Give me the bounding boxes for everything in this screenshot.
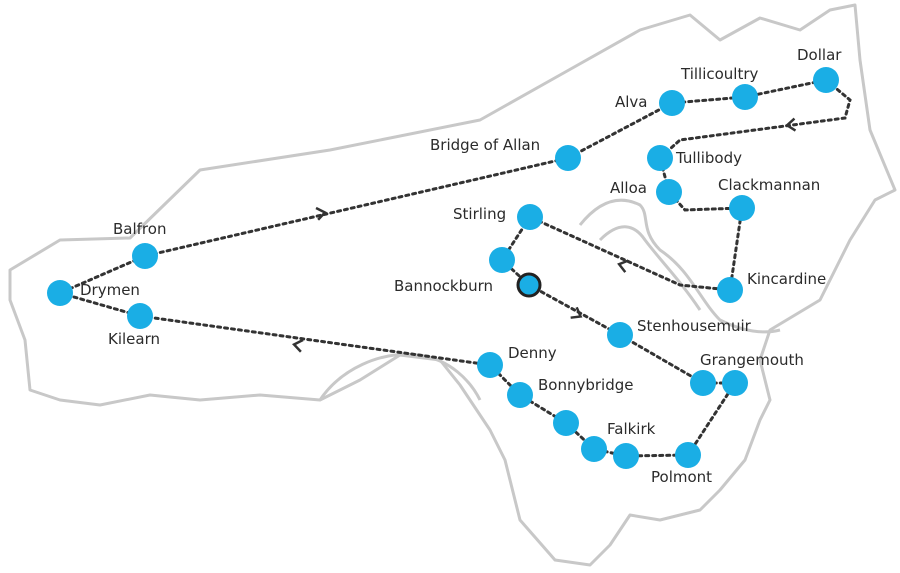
place-label: Falkirk: [607, 420, 656, 438]
direction-arrow-icon: [291, 338, 304, 353]
river-forth: [578, 198, 781, 334]
place-label: Stenhousemuir: [637, 317, 752, 335]
stop-marker[interactable]: [722, 370, 748, 396]
direction-arrow-icon: [784, 117, 797, 132]
start-marker[interactable]: [516, 272, 542, 298]
place-label: Alva: [615, 93, 648, 111]
stop-marker[interactable]: [690, 370, 716, 396]
stop-marker[interactable]: [489, 247, 515, 273]
stop-marker[interactable]: [581, 436, 607, 462]
stop-marker[interactable]: [717, 277, 743, 303]
stop-marker[interactable]: [659, 90, 685, 116]
stop-marker[interactable]: [656, 179, 682, 205]
river-forth-south: [598, 225, 702, 311]
stop-marker[interactable]: [813, 67, 839, 93]
stop-marker[interactable]: [675, 442, 701, 468]
stop-marker[interactable]: [132, 243, 158, 269]
place-label: Bridge of Allan: [430, 136, 540, 154]
place-label: Alloa: [610, 179, 647, 197]
stop-marker[interactable]: [732, 84, 758, 110]
stop-marker[interactable]: [613, 443, 639, 469]
place-label: Drymen: [80, 281, 140, 299]
stop-marker[interactable]: [477, 352, 503, 378]
stop-marker[interactable]: [607, 322, 633, 348]
stop-marker[interactable]: [47, 280, 73, 306]
place-label: Clackmannan: [718, 176, 820, 194]
place-label: Kincardine: [747, 270, 826, 288]
place-label: Tillicoultry: [680, 65, 759, 83]
place-label: Balfron: [113, 220, 166, 238]
stop-marker[interactable]: [555, 145, 581, 171]
place-label: Dollar: [797, 46, 842, 64]
place-label: Denny: [508, 344, 557, 362]
place-label: Bonnybridge: [538, 376, 634, 394]
direction-arrow-icon: [570, 306, 583, 319]
region-outline: [8, 3, 897, 567]
place-label: Grangemouth: [700, 351, 804, 369]
place-label: Tullibody: [675, 149, 742, 167]
stop-marker[interactable]: [729, 195, 755, 221]
stop-marker[interactable]: [127, 303, 153, 329]
stop-marker[interactable]: [507, 382, 533, 408]
direction-arrows: [291, 117, 797, 353]
direction-arrow-icon: [315, 206, 328, 221]
place-label: Stirling: [453, 205, 506, 223]
stop-marker[interactable]: [517, 204, 543, 230]
place-label: Kilearn: [108, 330, 160, 348]
place-label: Bannockburn: [394, 277, 493, 295]
stop-marker[interactable]: [553, 410, 579, 436]
direction-arrow-icon: [617, 259, 629, 273]
stop-marker[interactable]: [647, 145, 673, 171]
place-label: Polmont: [651, 468, 712, 486]
